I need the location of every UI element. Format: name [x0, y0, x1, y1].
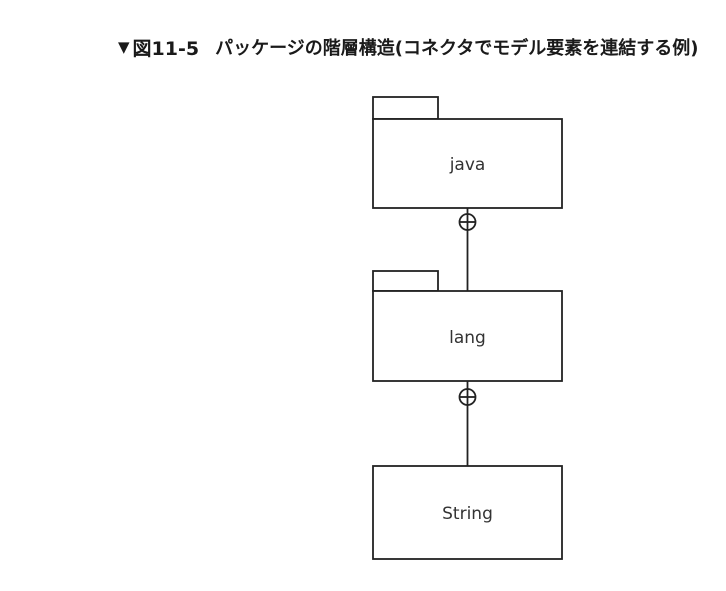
package-label: lang [449, 328, 486, 348]
package-body [372, 290, 563, 382]
figure-caption: ▼ 図11-5 パッケージの階層構造(コネクタでモデル要素を連結する例) [118, 34, 698, 60]
package-label: java [449, 155, 486, 175]
containment-connector [458, 208, 477, 291]
package-lang: lang [372, 270, 563, 382]
figure-title: パッケージの階層構造(コネクタでモデル要素を連結する例) [215, 38, 699, 59]
containment-connector [458, 381, 477, 466]
package-tab [372, 96, 439, 120]
caption-marker-icon: ▼ [118, 38, 130, 56]
class-string: String [372, 465, 563, 560]
package-body [372, 118, 563, 209]
class-body [372, 465, 563, 560]
figure-number: 図11-5 [132, 37, 200, 60]
class-label: String [442, 504, 493, 524]
package-java: java [372, 96, 563, 209]
package-tab [372, 270, 439, 292]
